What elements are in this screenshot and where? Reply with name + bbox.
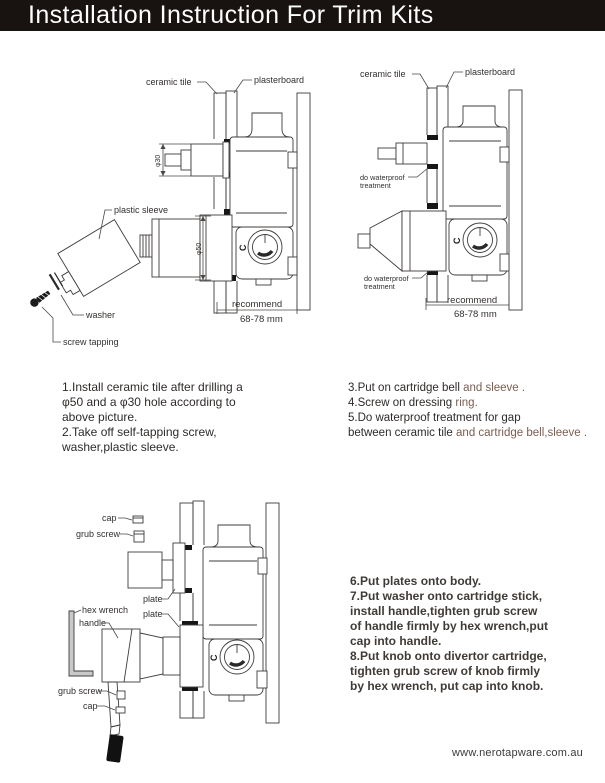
callouts: ceramic tile plasterboard plastic sleeve… [41,75,304,347]
plate2-label: plate [143,609,163,619]
outlet-fitting-lower [287,256,298,276]
outlet-fitting-upper [257,557,268,575]
instruction-line: between ceramic tile and cartridge bell,… [348,427,588,439]
svg-text:do waterproof: do waterproof [364,274,410,283]
back-wall [265,502,280,724]
instruction-line: 3.Put on cartridge bell and sleeve . [348,382,526,394]
svg-text:do waterproof: do waterproof [360,173,406,182]
screw-tapping-label: screw tapping [63,337,119,347]
instructions-steps-1-2: 1.Install ceramic tile after drilling a … [62,380,322,455]
plate1-label: plate [143,594,163,604]
valve-body: C [229,112,298,286]
page-title: Installation Instruction For Trim Kits [28,1,434,29]
cartridge-face [219,639,255,675]
hex-wrench-tool [68,610,94,677]
cap-part-top [132,515,144,524]
plastic-sleeve-part [57,218,141,298]
handle-label: handle [79,618,106,628]
phi50-dimension: φ50 [196,243,203,255]
callouts: cap grub screw plate plate hex wrench ha… [58,513,180,711]
website-url: www.nerotapware.com.au [452,747,583,759]
instruction-line: 1.Install ceramic tile after drilling a [62,380,243,394]
instruction-line: cap into handle. [350,634,442,648]
cartridge-c-mark: C [452,237,462,244]
waterproof-lower-label: do waterproof treatment [364,270,430,291]
valve-body: C [442,105,510,282]
phi30-dimension: φ30 [155,155,162,167]
cartridge-face [247,229,283,265]
instruction-line: washer,plastic sleeve. [62,440,179,454]
grub-screw-top-label: grub screw [76,529,121,539]
outlet-fitting-lower [499,253,510,272]
plate-lower [179,621,204,691]
washer-part [48,272,64,291]
knob-assembly [106,681,126,763]
diagram-waterproof: C ceramic tile plasterboard do waterproo… [357,67,523,320]
diagram-trim-assembly: C cap grub screw [58,500,280,763]
cartridge-face [462,222,498,258]
instructions-steps-3-5: 3.Put on cartridge bell and sleeve . 4.S… [348,381,604,441]
instruction-line: of handle firmly by hex wrench,put [350,619,549,633]
outlet-fitting-upper [287,151,298,169]
svg-text:treatment: treatment [364,282,395,291]
plate-upper [172,542,186,594]
recommend-label: recommend [232,299,282,310]
instructions-steps-6-8: 6.Put plates onto body. 7.Put washer ont… [350,574,600,694]
svg-text:treatment: treatment [360,181,391,190]
depth-dimension: recommend 68-78 mm [425,295,510,320]
instruction-line: 8.Put knob onto divertor cartridge, [350,649,547,663]
loose-parts-top [132,515,145,543]
cap-top-label: cap [102,513,117,523]
instruction-line: 7.Put washer onto cartridge stick, [350,589,543,603]
cartridge-bell-assembly: φ50 [139,214,233,282]
instruction-line: install handle,tighten grub screw [350,604,538,618]
washer-label: washer [85,310,115,320]
outlet-fitting-lower [256,670,268,689]
valve-body: C [202,524,268,702]
divertor-stub [127,551,174,589]
handle-assembly [101,628,181,683]
instruction-line: 6.Put plates onto body. [350,574,482,588]
recommend-label: recommend [447,295,497,306]
ceramic-tile-label: ceramic tile [146,77,192,87]
recommend-range-label: 68-78 mm [240,314,283,325]
plasterboard-label: plasterboard [254,75,304,85]
cartridge-stick-upper [377,142,428,165]
cartridge-stick-upper: φ30 [155,141,230,179]
grub-screw-part [116,690,126,700]
instruction-line: 2.Take off self-tapping screw, [62,425,217,439]
instruction-line: by hex wrench, put cap into knob. [350,679,544,693]
cap-bottom-label: cap [83,701,98,711]
recommend-range-label: 68-78 mm [454,309,497,320]
cartridge-c-mark: C [209,654,219,661]
instruction-line: 4.Screw on dressing ring. [348,397,478,409]
outlet-fitting-upper [499,146,510,163]
hex-wrench-label: hex wrench [82,605,128,615]
plasterboard-label: plasterboard [465,67,515,77]
instruction-line: tighten grub screw of knob firmly [350,664,541,678]
instruction-line: above picture. [62,410,138,424]
screw-part [30,290,51,307]
waterproof-upper-label: do waterproof treatment [360,167,429,190]
cap-part [115,706,126,714]
back-wall [296,92,311,311]
instruction-line: 5.Do waterproof treatment for gap [348,412,521,424]
title-bar: Installation Instruction For Trim Kits [0,0,605,31]
grub-screw-bottom-label: grub screw [58,686,103,696]
cartridge-c-mark: C [238,244,248,251]
depth-dimension: recommend 68-78 mm [216,299,298,325]
cartridge-bell-installed [357,210,447,272]
instruction-line: φ50 and a φ30 hole according to [62,395,236,409]
grub-screw-part-top [133,530,145,543]
plastic-sleeve-label: plastic sleeve [114,205,168,215]
diagram-rough-in: C φ30 φ50 ceramic tile [30,75,311,347]
back-wall [508,89,523,311]
callouts: ceramic tile plasterboard do waterproof … [360,67,515,291]
ceramic-tile-label: ceramic tile [360,69,406,79]
